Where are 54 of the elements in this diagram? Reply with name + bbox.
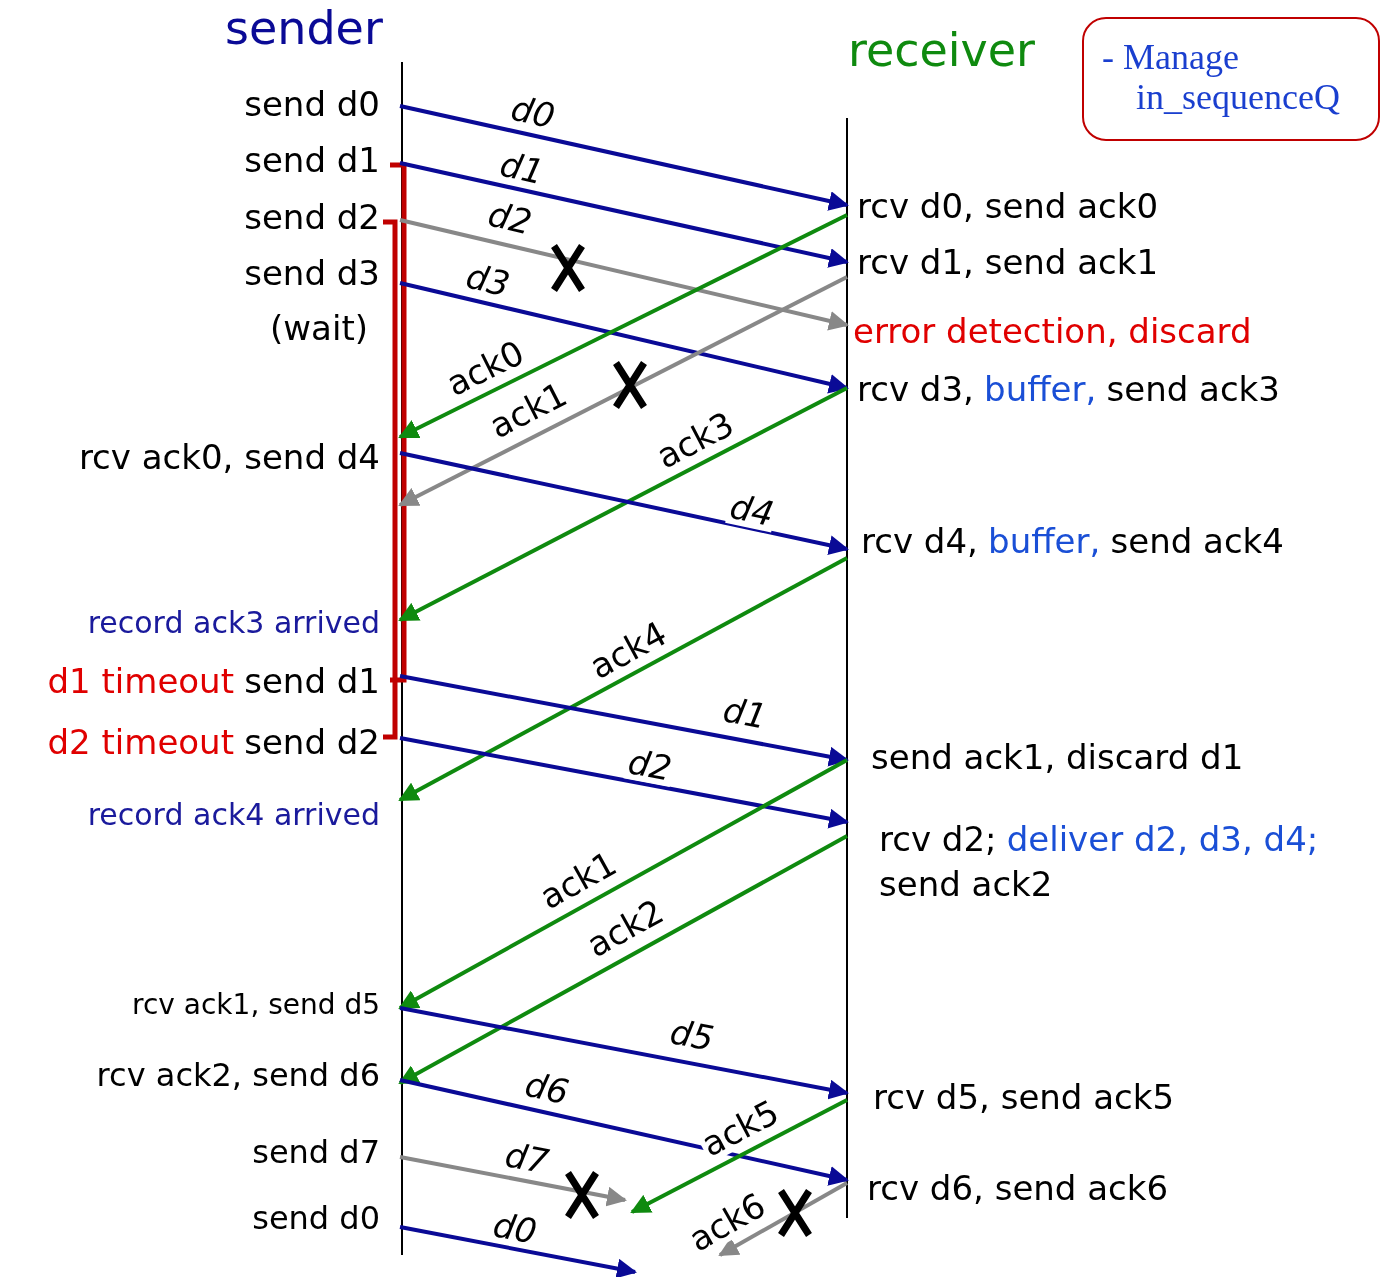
arrow [399,281,849,394]
event-text: send d0 [252,1198,400,1238]
arrow [399,451,849,555]
arrow [398,556,848,802]
arrow [398,758,848,1010]
arrow [398,386,848,622]
event-text: rcv ack1, send d5 [132,986,400,1024]
event-text: rcv d2; [879,819,997,859]
arrow [399,736,849,829]
event-text: rcv ack2, send d6 [96,1055,400,1095]
event-text: record ack4 arrived [87,795,400,835]
arrow [398,213,848,439]
arrow [398,275,848,507]
event-text: rcv d5, send ack5 [847,1077,1175,1117]
event-text: deliver d2, d3, d4; [1006,819,1319,859]
arrow [398,834,848,1085]
event-text: send ack4 [1110,521,1284,561]
event-text: record ack3 arrived [87,603,400,643]
event-text: send d1 [244,140,400,180]
arrow [399,674,849,767]
event-text: buffer, [984,369,1097,409]
event-text: send d2 [244,197,400,237]
arrow [399,104,849,211]
event-text: buffer, [988,521,1101,561]
arrow [399,1155,627,1207]
event-text: send d1 [244,661,380,701]
arrow [399,218,849,331]
arrow [399,1006,849,1100]
event-text: send d7 [252,1132,400,1172]
event-text: (wait) [270,308,368,348]
heading: sender [225,2,383,54]
event-text: send ack1, discard d1 [847,737,1244,777]
event-text: error detection, discard [847,311,1252,351]
note-box [1082,17,1380,141]
event-text: rcv d0, send ack0 [847,186,1159,226]
event-text: rcv d3, [857,369,974,409]
event-text: rcv d6, send ack6 [847,1168,1169,1208]
heading: receiver [848,24,1035,76]
note-text: - Manage in_sequenceQ [1102,37,1341,117]
event-text: send d3 [244,253,400,293]
arrow [718,1181,848,1257]
event-text: send ack2 [879,863,1054,906]
event-text: d1 timeout [47,661,234,701]
event-text: send d0 [244,84,400,124]
arrow [399,1078,849,1186]
event-text: rcv d4, [861,521,978,561]
event-text: send d2 [244,722,380,762]
event-text: d2 timeout [47,722,234,762]
event-text: rcv ack0, send d4 [78,435,400,507]
arrow [399,1225,637,1277]
event-text: send ack3 [1106,369,1280,409]
arrow [630,1098,848,1214]
event-text: rcv d1, send ack1 [847,242,1159,282]
arrow [399,161,849,268]
